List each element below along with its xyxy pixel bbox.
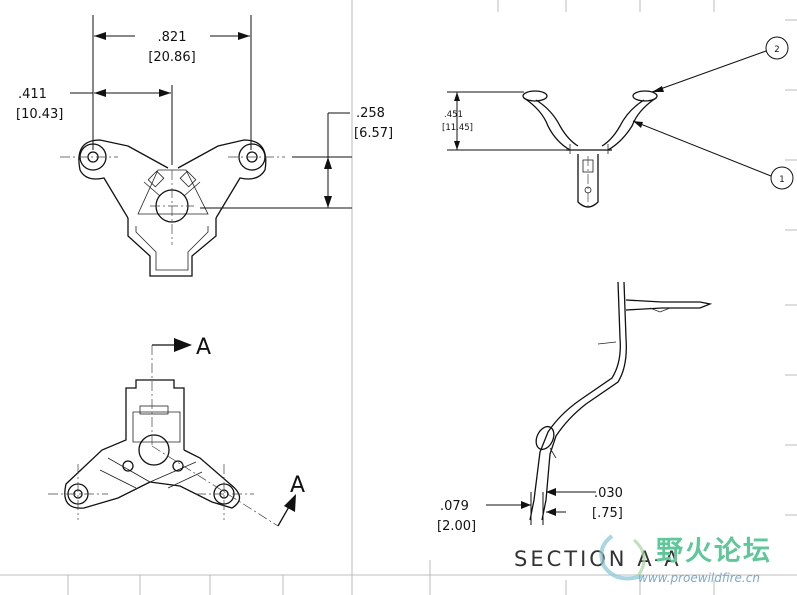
watermark-text-cn: 野火论坛 bbox=[656, 536, 772, 567]
dim-height: .258 [6.57] bbox=[200, 106, 393, 209]
side-view: .451 [11.45] 2 1 bbox=[442, 36, 794, 210]
front-view: A A bbox=[48, 335, 305, 527]
section-view: .079 [2.00] .030 [.75] SECTION A-A bbox=[437, 281, 713, 571]
watermark-url: www.proewildfire.cn bbox=[638, 571, 760, 585]
balloon-1: 1 bbox=[632, 120, 794, 190]
watermark-logo bbox=[599, 534, 646, 581]
section-profile bbox=[529, 281, 713, 521]
dim-width-in: .821 bbox=[158, 30, 187, 45]
dim-section-030: .030 [.75] bbox=[546, 486, 623, 521]
dim-height-in: .258 bbox=[356, 106, 385, 121]
balloon-1-label: 1 bbox=[779, 175, 784, 185]
dim-030-in: .030 bbox=[594, 486, 623, 501]
dim-section-079: .079 [2.00] bbox=[437, 492, 544, 534]
dim-side-in: .451 bbox=[444, 110, 463, 120]
section-marker-a-top: A bbox=[196, 335, 211, 360]
top-view-centerlines bbox=[60, 156, 285, 245]
watermark: 野火论坛 www.proewildfire.cn bbox=[599, 534, 772, 585]
dim-half-in: .411 bbox=[18, 87, 47, 102]
balloon-2: 2 bbox=[651, 36, 789, 93]
section-title: SECTION A-A bbox=[514, 547, 682, 571]
dim-half-mm: [10.43] bbox=[16, 107, 63, 122]
dim-half-width: .411 [10.43] bbox=[16, 85, 173, 165]
dim-side-mm: [11.45] bbox=[442, 123, 473, 133]
side-view-outline bbox=[522, 90, 658, 210]
section-marker-a-bottom: A bbox=[290, 473, 305, 498]
dim-side-height: .451 [11.45] bbox=[442, 91, 566, 151]
dim-width: .821 [20.86] bbox=[92, 15, 252, 150]
balloon-2-label: 2 bbox=[774, 45, 779, 55]
front-view-outline bbox=[64, 379, 241, 509]
section-cut-line: A A bbox=[151, 335, 305, 527]
dim-width-mm: [20.86] bbox=[148, 50, 195, 65]
dim-030-mm: [.75] bbox=[592, 506, 623, 521]
dim-height-mm: [6.57] bbox=[354, 126, 393, 141]
dim-079-in: .079 bbox=[440, 499, 469, 514]
dim-079-mm: [2.00] bbox=[437, 519, 476, 534]
top-view: .821 [20.86] .411 [10.43] .258 [6.57] bbox=[16, 15, 393, 277]
top-view-outline bbox=[78, 139, 267, 277]
